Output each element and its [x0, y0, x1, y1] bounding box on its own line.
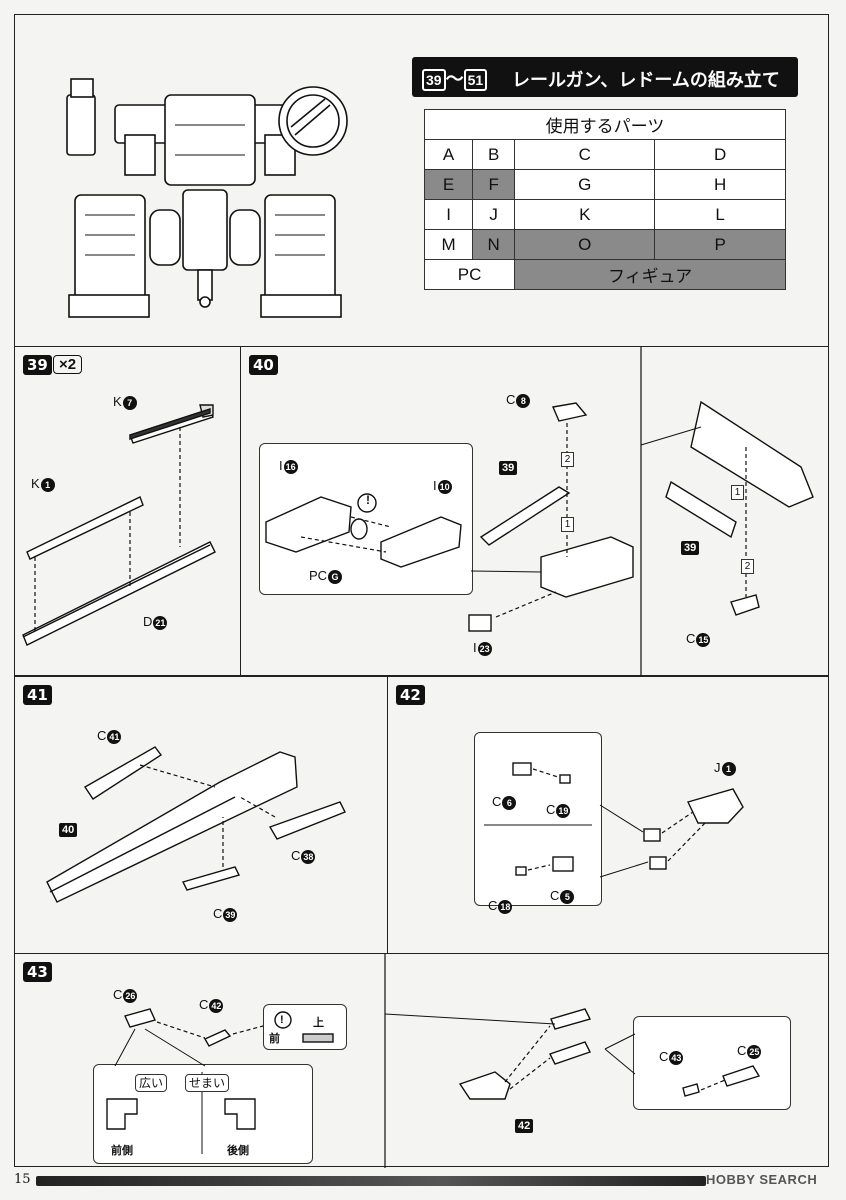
parts-cell: P	[654, 229, 786, 260]
back-side-label: 後側	[227, 1145, 249, 1157]
parts-cell: K	[514, 199, 656, 230]
front-side-label: 前側	[111, 1145, 133, 1157]
order-2: 2	[561, 452, 574, 467]
order-1: 1	[561, 517, 574, 532]
parts-cell: D	[654, 139, 786, 170]
parts-cell: M	[423, 229, 474, 260]
step-40-panel: 40	[240, 346, 829, 677]
parts-cell: O	[514, 229, 656, 260]
part-tag-42: 42	[515, 1119, 534, 1133]
part-tag-40: 40	[59, 823, 78, 837]
page-number: 15	[14, 1172, 31, 1187]
step-number: 40	[249, 355, 278, 375]
watermark: HOBBY SEARCH	[706, 1172, 818, 1187]
parts-cell: C	[514, 139, 656, 170]
order-2-right: 2	[741, 559, 754, 574]
parts-cell: H	[654, 169, 786, 200]
detail-box	[474, 732, 602, 906]
range-end: 51	[463, 69, 488, 91]
parts-cell: フィギュア	[514, 259, 786, 290]
step-43-diagram	[106, 954, 761, 1168]
parts-cell: E	[423, 169, 474, 200]
caution-icon: !	[366, 493, 370, 507]
part-tag-39-right: 39	[681, 541, 700, 555]
step-41-diagram	[46, 746, 346, 903]
parts-cell: PC	[423, 259, 516, 290]
robot-illustration	[66, 78, 348, 318]
step-39-diagram	[22, 404, 216, 646]
footer-brush-bar	[36, 1176, 706, 1186]
parts-cell: J	[472, 199, 516, 230]
step-number: 39	[23, 355, 52, 375]
order-1-right: 1	[731, 485, 744, 500]
step-40-diagram	[265, 347, 814, 677]
caution-icon: !	[280, 1014, 284, 1026]
part-tag-39: 39	[499, 461, 518, 475]
parts-cell: A	[423, 139, 474, 170]
multiplier: ×2	[53, 355, 83, 374]
step-43-panel: 43	[14, 953, 829, 1168]
step-number: 42	[396, 685, 425, 705]
parts-cell: B	[472, 139, 516, 170]
section-title: レールガン、レドームの組み立て	[512, 70, 780, 90]
parts-cell: G	[514, 169, 656, 200]
up-label: 上	[313, 1017, 324, 1029]
step-number: 41	[23, 685, 52, 705]
parts-title-bar: 39～51 レールガン、レドームの組み立て	[412, 57, 798, 97]
parts-cell: F	[472, 169, 516, 200]
step-range: 39～51	[422, 65, 488, 91]
step-number: 43	[23, 962, 52, 982]
front-arrow-label: 前	[269, 1033, 280, 1045]
narrow-label: せまい	[185, 1074, 230, 1092]
parts-header: 使用するパーツ	[424, 109, 786, 140]
parts-cell: N	[472, 229, 516, 260]
wide-label: 広い	[135, 1074, 168, 1092]
parts-cell: L	[654, 199, 786, 230]
detail-box	[633, 1016, 791, 1110]
range-start: 39	[422, 69, 446, 91]
step-42-diagram	[484, 762, 744, 878]
range-sep: ～	[445, 69, 464, 89]
parts-cell: I	[423, 199, 474, 230]
